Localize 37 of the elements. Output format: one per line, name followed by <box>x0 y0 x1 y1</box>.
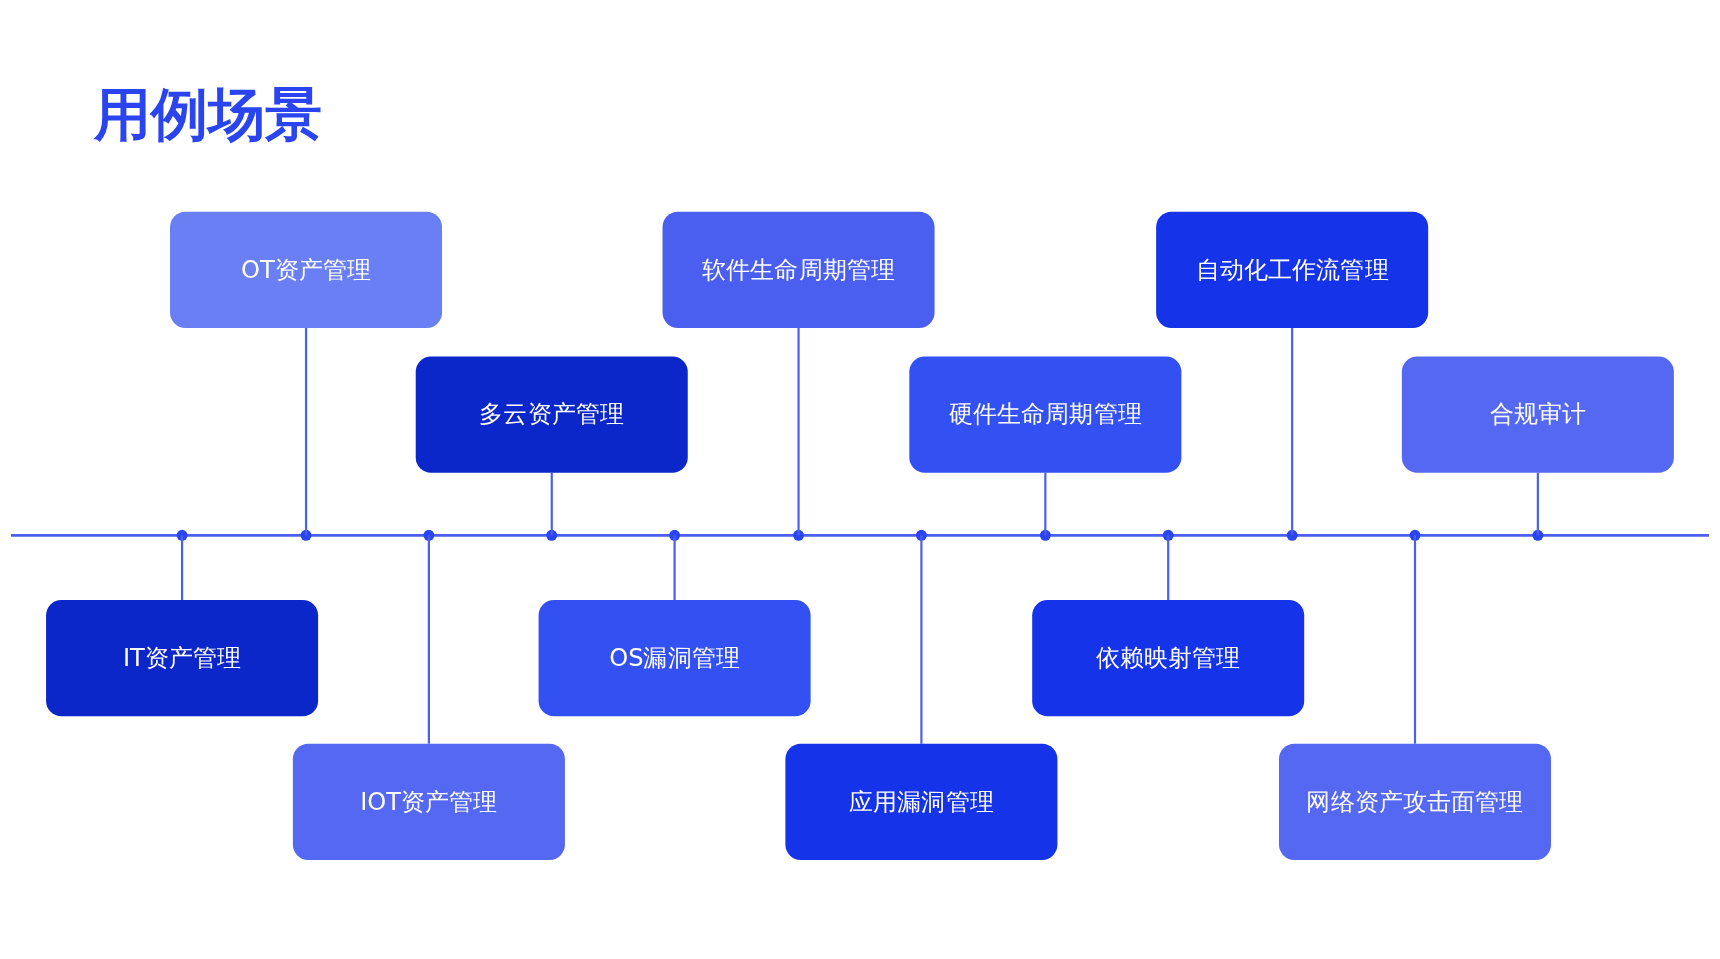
use-case-box <box>1279 743 1551 860</box>
connector-line <box>304 327 308 536</box>
connector-line <box>1413 535 1417 744</box>
use-case-box <box>1401 356 1674 473</box>
use-case-box <box>46 600 319 717</box>
use-case-box <box>662 211 935 328</box>
connector-line <box>797 327 800 536</box>
use-case-label: 合规审计 <box>1489 399 1587 430</box>
page-title: 用例场景 <box>94 80 323 149</box>
use-case-label: IOT资产管理 <box>360 786 498 817</box>
use-case-label: 多云资产管理 <box>479 399 625 430</box>
use-case-box <box>538 600 811 717</box>
connector-line <box>427 535 430 744</box>
use-case-label: 依赖映射管理 <box>1095 642 1241 674</box>
use-case-label: OT资产管理 <box>240 254 372 285</box>
connector-line <box>1291 327 1294 536</box>
connector-line <box>1167 535 1170 600</box>
use-case-label: 应用漏洞管理 <box>849 786 994 817</box>
use-case-box <box>909 356 1182 473</box>
use-case-label: 网络资产攻击面管理 <box>1306 786 1524 817</box>
use-case-label: 硬件生命周期管理 <box>948 399 1142 430</box>
use-case-label: 软件生命周期管理 <box>702 254 896 285</box>
connector-line <box>1536 472 1539 536</box>
use-case-label: 自动化工作流管理 <box>1195 254 1389 285</box>
use-case-box <box>170 211 443 328</box>
use-case-box <box>785 743 1058 860</box>
use-case-box <box>1032 600 1305 717</box>
use-case-label: IT资产管理 <box>122 642 242 674</box>
connector-line <box>920 535 923 744</box>
use-case-box <box>415 356 688 473</box>
use-case-box <box>292 743 565 860</box>
connector-line <box>550 472 553 536</box>
use-case-label: OS漏洞管理 <box>609 642 740 674</box>
connector-line <box>1044 472 1047 536</box>
connector-line <box>181 535 184 600</box>
connector-line <box>673 535 676 600</box>
use-case-box <box>1156 211 1429 328</box>
